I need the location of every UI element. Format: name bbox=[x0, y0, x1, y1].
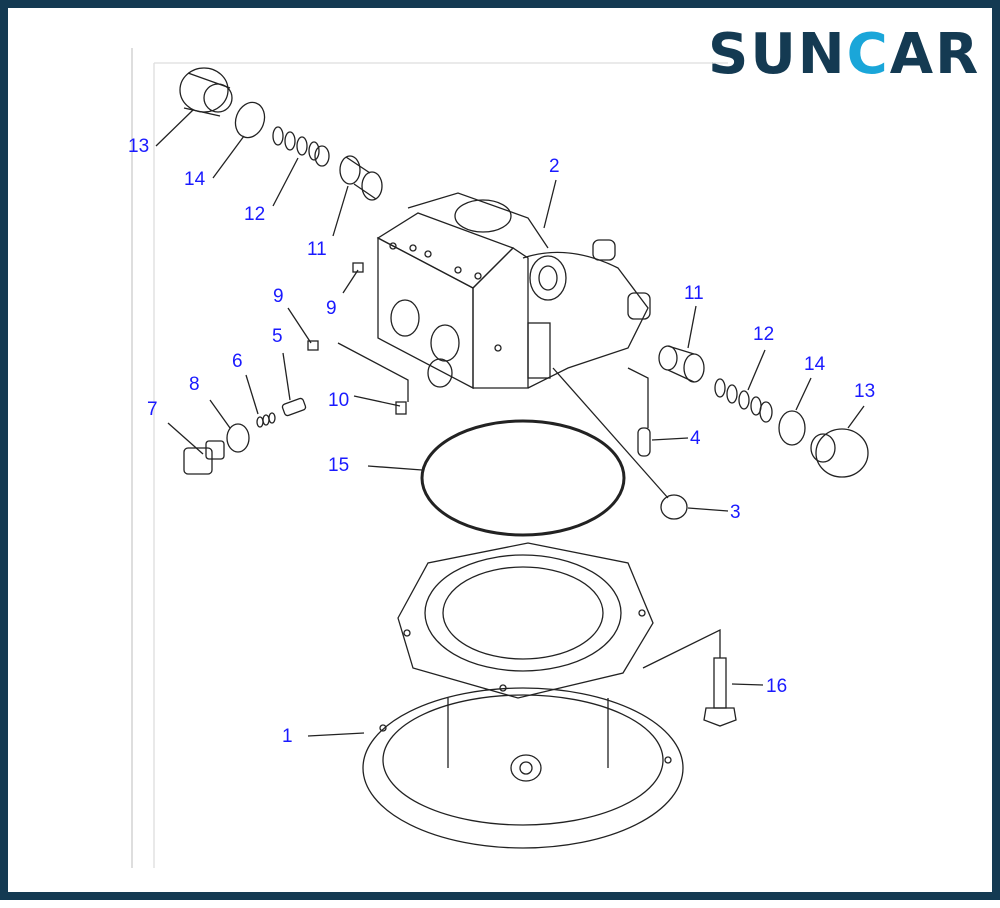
callout-13-left: 13 bbox=[128, 136, 150, 157]
plug-13-right bbox=[810, 428, 869, 478]
callout-5: 5 bbox=[272, 326, 283, 347]
spool-11-right bbox=[658, 345, 705, 383]
spring-6 bbox=[256, 412, 276, 428]
callout-8: 8 bbox=[189, 374, 200, 395]
oring-8 bbox=[226, 423, 250, 453]
spring-12-right bbox=[714, 378, 773, 423]
callout-4: 4 bbox=[690, 428, 701, 449]
callout-2: 2 bbox=[549, 156, 560, 177]
bolt-16 bbox=[703, 657, 737, 727]
callout-7: 7 bbox=[147, 399, 158, 420]
callout-9a: 9 bbox=[273, 286, 284, 307]
callout-6: 6 bbox=[232, 351, 243, 372]
plug-5 bbox=[281, 397, 307, 417]
bolt-9b bbox=[307, 340, 319, 351]
callout-14-left: 14 bbox=[184, 169, 206, 190]
plug-7 bbox=[183, 440, 225, 475]
callout-12-right: 12 bbox=[753, 324, 775, 345]
callout-9b: 9 bbox=[326, 298, 337, 319]
pin-4 bbox=[637, 427, 651, 457]
spool-11-left bbox=[339, 155, 383, 201]
oring-15 bbox=[420, 419, 626, 537]
bolt-10 bbox=[395, 401, 407, 415]
callout-13-right: 13 bbox=[854, 381, 876, 402]
callout-11-left: 11 bbox=[307, 239, 327, 260]
housing-1 bbox=[362, 542, 684, 849]
bolt-9a bbox=[352, 262, 364, 273]
valve-body-2 bbox=[376, 192, 651, 390]
bushing-3 bbox=[660, 494, 688, 520]
callout-10: 10 bbox=[328, 390, 350, 411]
spring-12-left bbox=[272, 126, 330, 167]
callout-12-left: 12 bbox=[244, 204, 266, 225]
callout-16: 16 bbox=[766, 676, 788, 697]
callout-1: 1 bbox=[282, 726, 293, 747]
callout-14-right: 14 bbox=[804, 354, 826, 375]
plug-13-left bbox=[179, 67, 233, 117]
callout-11-right: 11 bbox=[684, 283, 704, 304]
oring-14-right bbox=[778, 410, 806, 446]
suncar-logo: SUNCAR bbox=[708, 22, 981, 87]
callout-15: 15 bbox=[328, 455, 350, 476]
callout-3: 3 bbox=[730, 502, 741, 523]
parts-diagram bbox=[131, 48, 869, 868]
